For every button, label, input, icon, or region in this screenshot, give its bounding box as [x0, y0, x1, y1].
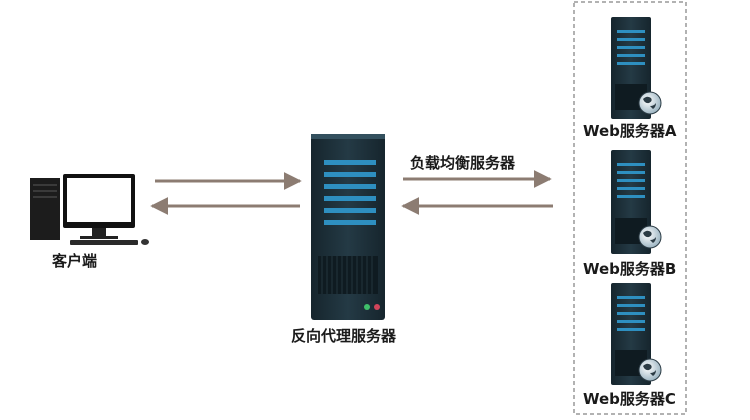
globe-icon: [638, 91, 662, 115]
client-label: 客户端: [52, 252, 98, 270]
desktop-computer-icon: [30, 174, 149, 245]
load-balancer-label: 负载均衡服务器: [410, 154, 516, 172]
web-server-b-icon: [611, 150, 662, 254]
web-server-a-label: Web服务器A: [583, 122, 677, 140]
web-server-c-icon: [611, 283, 662, 385]
web-server-c-label: Web服务器C: [583, 390, 676, 408]
web-server-b-label: Web服务器B: [583, 260, 677, 278]
web-server-group-border: [573, 1, 687, 415]
proxy-label: 反向代理服务器: [291, 327, 397, 345]
globe-icon: [638, 225, 662, 249]
web-server-a-icon: [611, 17, 662, 119]
globe-icon: [638, 358, 662, 382]
rack-server-icon: [311, 134, 385, 320]
